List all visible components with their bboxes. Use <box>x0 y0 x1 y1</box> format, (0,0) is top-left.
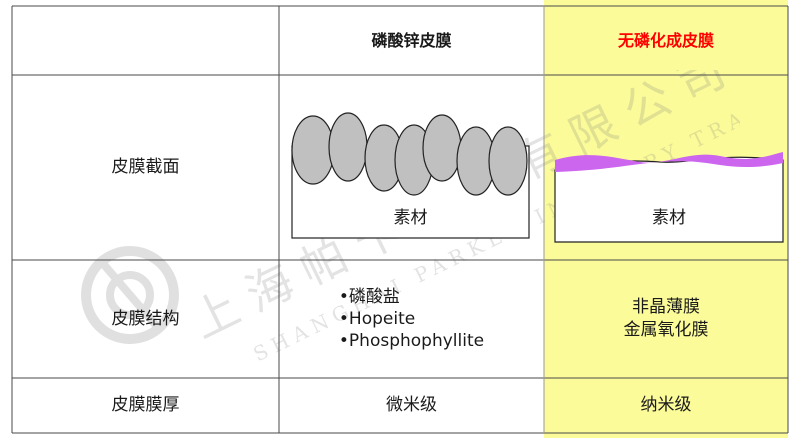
list-item: 非晶薄膜 <box>632 297 700 318</box>
row-label-thickness: 皮膜膜厚 <box>111 395 180 416</box>
row-label-cross-section: 皮膜截面 <box>111 157 180 178</box>
zinc-structure: •磷酸盐 •Hopeite •Phosphophyllite <box>279 260 544 378</box>
pf-substrate-label: 素材 <box>652 207 686 228</box>
list-item: •Hopeite <box>338 308 416 329</box>
zinc-structure-list: •磷酸盐 •Hopeite •Phosphophyllite <box>339 286 484 352</box>
header-zinc-phosphate: 磷酸锌皮膜 <box>371 30 452 50</box>
pf-structure-list: 非晶薄膜 金属氧化膜 <box>624 296 709 342</box>
pf-film <box>555 152 783 172</box>
list-item: •Phosphophyllite <box>338 331 485 352</box>
pf-thickness: 纳米级 <box>640 395 692 416</box>
list-item: 金属氧化膜 <box>623 320 709 340</box>
row-label-structure: 皮膜结构 <box>111 308 180 329</box>
pf-structure: 非晶薄膜 金属氧化膜 <box>544 260 788 378</box>
zinc-thickness: 微米级 <box>386 395 437 416</box>
header-phosphorus-free: 无磷化成皮膜 <box>617 30 714 50</box>
zinc-substrate-label: 素材 <box>393 207 428 228</box>
list-item: •磷酸盐 <box>338 286 400 307</box>
zinc-crystals <box>291 112 528 196</box>
